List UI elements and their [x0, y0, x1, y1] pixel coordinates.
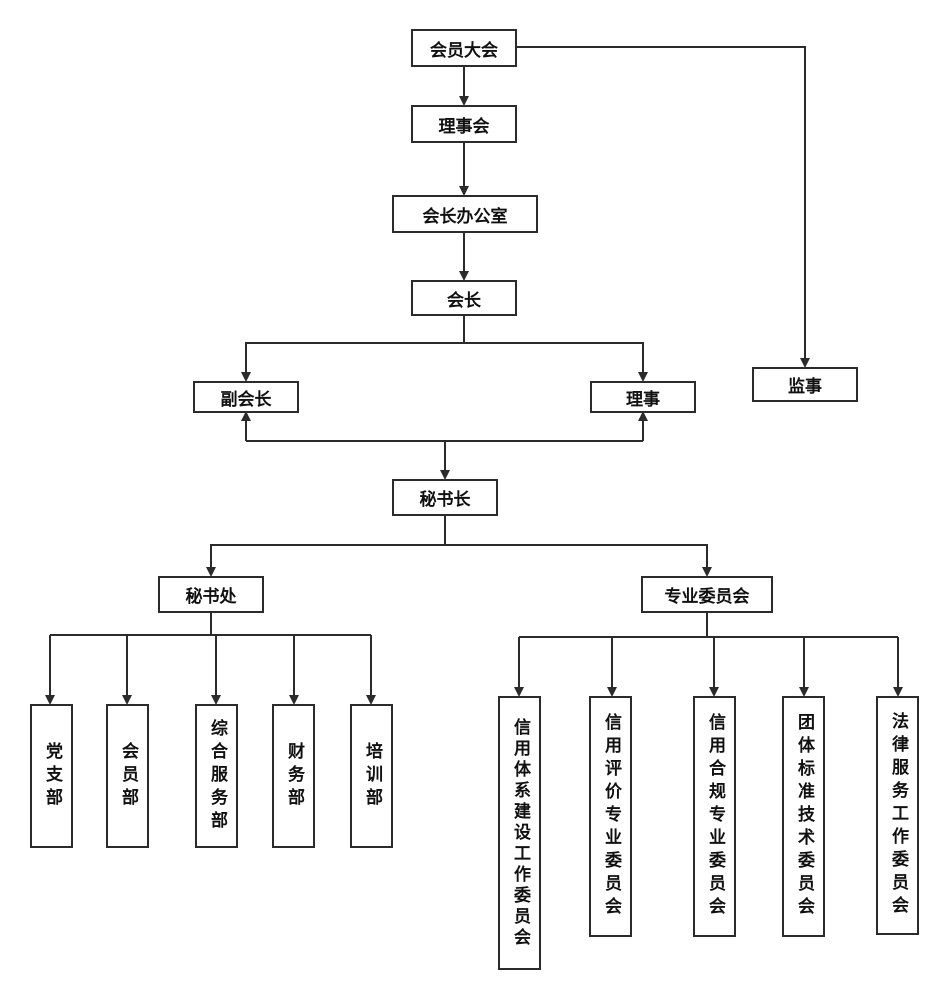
committee-credit-system: 信用体系建设工作委员会	[498, 696, 541, 970]
committee-label: 团体标准技术委员会	[794, 713, 814, 920]
connector-assembly-supervisor	[517, 46, 810, 368]
node-vice-president: 副会长	[193, 381, 299, 413]
node-professional-committees: 专业委员会	[641, 576, 773, 613]
dept-finance: 财务部	[272, 704, 315, 848]
committee-label: 信用评价专业委员会	[601, 713, 621, 920]
node-director: 理事	[590, 381, 696, 413]
node-supervisor: 监事	[752, 367, 858, 402]
committee-credit-compliance: 信用合规专业委员会	[693, 696, 736, 937]
dept-general-services: 综合服务部	[195, 704, 238, 848]
dept-label: 财务部	[284, 741, 304, 811]
committee-group-standards: 团体标准技术委员会	[782, 696, 825, 937]
committee-label: 信用合规专业委员会	[705, 713, 725, 920]
node-member-assembly: 会员大会	[411, 29, 517, 67]
connector-committees-list	[519, 613, 898, 638]
node-secretariat: 秘书处	[158, 576, 264, 613]
connector-secretariat-departments	[50, 613, 371, 636]
dept-training: 培训部	[350, 704, 393, 848]
node-president-office: 会长办公室	[392, 195, 538, 233]
dept-label: 综合服务部	[207, 718, 227, 834]
connector-secgen-branches	[210, 516, 707, 575]
dept-label: 党支部	[42, 741, 62, 811]
committee-label: 法律服务工作委员会	[888, 712, 908, 919]
dept-label: 培训部	[362, 741, 382, 811]
dept-label: 会员部	[118, 741, 138, 811]
node-secretary-general: 秘书长	[392, 479, 498, 516]
node-council: 理事会	[411, 105, 517, 143]
dept-membership: 会员部	[106, 704, 149, 848]
dept-party-branch: 党支部	[30, 704, 73, 848]
connector-president-branches	[245, 316, 643, 380]
node-president: 会长	[411, 280, 517, 316]
committee-legal-services: 法律服务工作委员会	[876, 696, 919, 935]
committee-label: 信用体系建设工作委员会	[510, 717, 530, 949]
committee-credit-evaluation: 信用评价专业委员会	[589, 696, 632, 937]
